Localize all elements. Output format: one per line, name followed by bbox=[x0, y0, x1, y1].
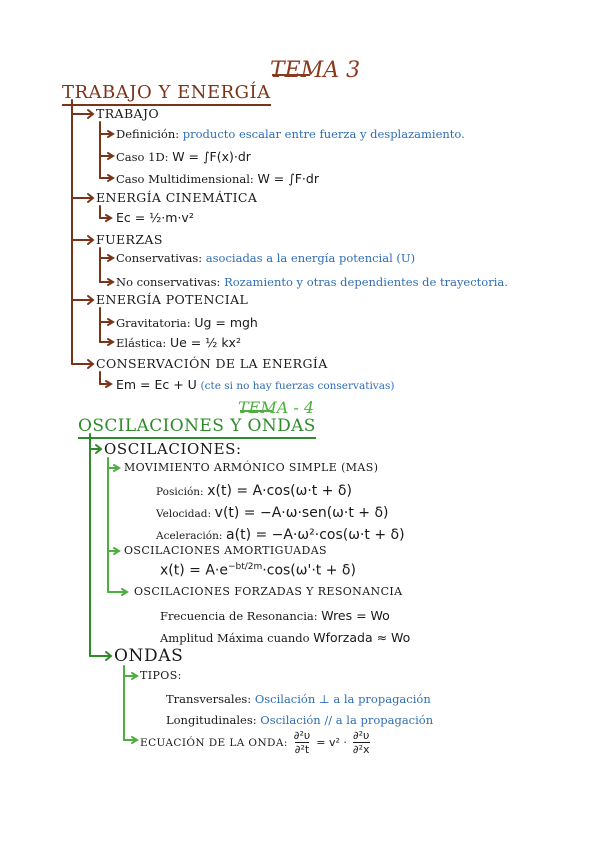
resonancia-row: Frecuencia de Resonancia: Wres = Wo bbox=[160, 608, 390, 623]
no-conservativas-value: Rozamiento y otras dependientes de traye… bbox=[224, 275, 508, 289]
transversales-label: Transversales: bbox=[166, 692, 252, 706]
ecuacion-mid: = v² · bbox=[316, 736, 347, 749]
definicion-value: producto escalar entre fuerza y desplaza… bbox=[182, 127, 465, 141]
elastica-formula: Ue = ½ kx² bbox=[169, 335, 241, 350]
posicion-row: Posición: x(t) = A·cos(ω·t + δ) bbox=[156, 483, 352, 499]
amortiguadas-base: x(t) = A·e bbox=[160, 562, 228, 579]
elastica-label: Elástica: bbox=[116, 336, 167, 350]
resonancia-formula: Wres = Wo bbox=[321, 608, 390, 623]
caso-1d-formula: W = ∫F(x)·dr bbox=[172, 149, 251, 164]
conservacion-heading: CONSERVACIÓN DE LA ENERGÍA bbox=[96, 356, 328, 371]
aceleracion-label: Aceleración: bbox=[156, 530, 223, 542]
fraction-lhs-num: ∂²υ bbox=[293, 729, 311, 742]
tema-4-text: TEMA - 4 bbox=[238, 398, 315, 417]
amplitud-label: Amplitud Máxima cuando bbox=[160, 631, 310, 645]
caso-multi-row: Caso Multidimensional: W = ∫F·dr bbox=[116, 171, 319, 186]
amortiguadas-exponent: −bt/2m bbox=[227, 562, 263, 572]
amplitud-formula: Wforzada ≈ Wo bbox=[313, 630, 411, 645]
tema-4-heading: TEMA - 4 bbox=[238, 398, 314, 417]
longitudinales-label: Longitudinales: bbox=[166, 713, 257, 727]
tipos-heading: TIPOS: bbox=[140, 669, 182, 682]
section-title-trabajo-energia: TRABAJO Y ENERGÍA bbox=[62, 82, 271, 106]
gravitatoria-row: Gravitatoria: Ug = mgh bbox=[116, 315, 258, 330]
definicion-label: Definición: bbox=[116, 127, 180, 141]
longitudinales-value: Oscilación // a la propagación bbox=[260, 713, 434, 727]
fraction-lhs: ∂²υ ∂²t bbox=[294, 729, 310, 756]
amplitud-row: Amplitud Máxima cuando Wforzada ≈ Wo bbox=[160, 630, 410, 645]
tema-3-text: TEMA 3 bbox=[270, 58, 361, 83]
amortiguadas-rest: ·cos(ω'·t + δ) bbox=[262, 562, 356, 579]
posicion-label: Posición: bbox=[156, 486, 204, 498]
energia-cinetica-formula: Ec = ½·m·v² bbox=[116, 210, 194, 225]
velocidad-row: Velocidad: v(t) = −A·ω·sen(ω·t + δ) bbox=[156, 505, 388, 521]
ecuacion-onda-row: ECUACIÓN DE LA ONDA: ∂²υ ∂²t = v² · ∂²υ … bbox=[140, 729, 370, 756]
transversales-row: Transversales: Oscilación ⊥ a la propaga… bbox=[166, 692, 431, 706]
aceleracion-formula: a(t) = −A·ω²·cos(ω·t + δ) bbox=[226, 527, 405, 543]
caso-multi-label: Caso Multidimensional: bbox=[116, 172, 254, 186]
fraction-lhs-den: ∂²t bbox=[294, 742, 310, 756]
amortiguadas-heading: OSCILACIONES AMORTIGUADAS bbox=[124, 544, 327, 557]
no-conservativas-label: No conservativas: bbox=[116, 275, 221, 289]
ecuacion-onda-label: ECUACIÓN DE LA ONDA: bbox=[140, 736, 288, 749]
amortiguadas-formula: x(t) = A·e−bt/2m·cos(ω'·t + δ) bbox=[160, 562, 356, 579]
conservacion-row: Em = Ec + U (cte si no hay fuerzas conse… bbox=[116, 377, 394, 392]
elastica-row: Elástica: Ue = ½ kx² bbox=[116, 335, 241, 350]
trabajo-heading: TRABAJO bbox=[96, 106, 160, 121]
gravitatoria-formula: Ug = mgh bbox=[194, 315, 258, 330]
fraction-rhs-num: ∂²υ bbox=[352, 729, 370, 742]
caso-multi-formula: W = ∫F·dr bbox=[257, 171, 319, 186]
forzadas-heading: OSCILACIONES FORZADAS Y RESONANCIA bbox=[134, 585, 403, 598]
definicion-row: Definición: producto escalar entre fuerz… bbox=[116, 127, 465, 141]
strike-mark bbox=[240, 409, 272, 412]
fuerzas-heading: FUERZAS bbox=[96, 232, 163, 247]
section-title-oscilaciones-ondas: OSCILACIONES Y ONDAS bbox=[78, 416, 316, 439]
tema-3-heading: TEMA 3 bbox=[270, 58, 360, 83]
energia-potencial-heading: ENERGÍA POTENCIAL bbox=[96, 292, 249, 307]
strike-mark bbox=[272, 73, 310, 76]
oscilaciones-heading: OSCILACIONES: bbox=[104, 440, 242, 458]
velocidad-label: Velocidad: bbox=[156, 508, 211, 520]
fraction-rhs: ∂²υ ∂²x bbox=[352, 729, 370, 756]
conservativas-label: Conservativas: bbox=[116, 251, 203, 265]
posicion-formula: x(t) = A·cos(ω·t + δ) bbox=[207, 483, 352, 499]
conservativas-value: asociadas a la energía potencial (U) bbox=[205, 251, 416, 265]
ondas-heading: ONDAS bbox=[114, 646, 184, 666]
aceleracion-row: Aceleración: a(t) = −A·ω²·cos(ω·t + δ) bbox=[156, 527, 405, 543]
mas-heading: MOVIMIENTO ARMÓNICO SIMPLE (MAS) bbox=[124, 461, 379, 474]
gravitatoria-label: Gravitatoria: bbox=[116, 316, 191, 330]
conservativas-row: Conservativas: asociadas a la energía po… bbox=[116, 251, 415, 265]
no-conservativas-row: No conservativas: Rozamiento y otras dep… bbox=[116, 275, 508, 289]
fraction-rhs-den: ∂²x bbox=[352, 742, 370, 756]
longitudinales-row: Longitudinales: Oscilación // a la propa… bbox=[166, 713, 433, 727]
velocidad-formula: v(t) = −A·ω·sen(ω·t + δ) bbox=[214, 505, 389, 521]
caso-1d-label: Caso 1D: bbox=[116, 150, 169, 164]
caso-1d-row: Caso 1D: W = ∫F(x)·dr bbox=[116, 149, 251, 164]
conservacion-formula: Em = Ec + U bbox=[116, 377, 197, 392]
conservacion-note: (cte si no hay fuerzas conservativas) bbox=[200, 380, 395, 392]
resonancia-label: Frecuencia de Resonancia: bbox=[160, 609, 318, 623]
transversales-value: Oscilación ⊥ a la propagación bbox=[254, 692, 431, 706]
energia-cinetica-heading: ENERGÍA CINEMÁTICA bbox=[96, 190, 258, 205]
